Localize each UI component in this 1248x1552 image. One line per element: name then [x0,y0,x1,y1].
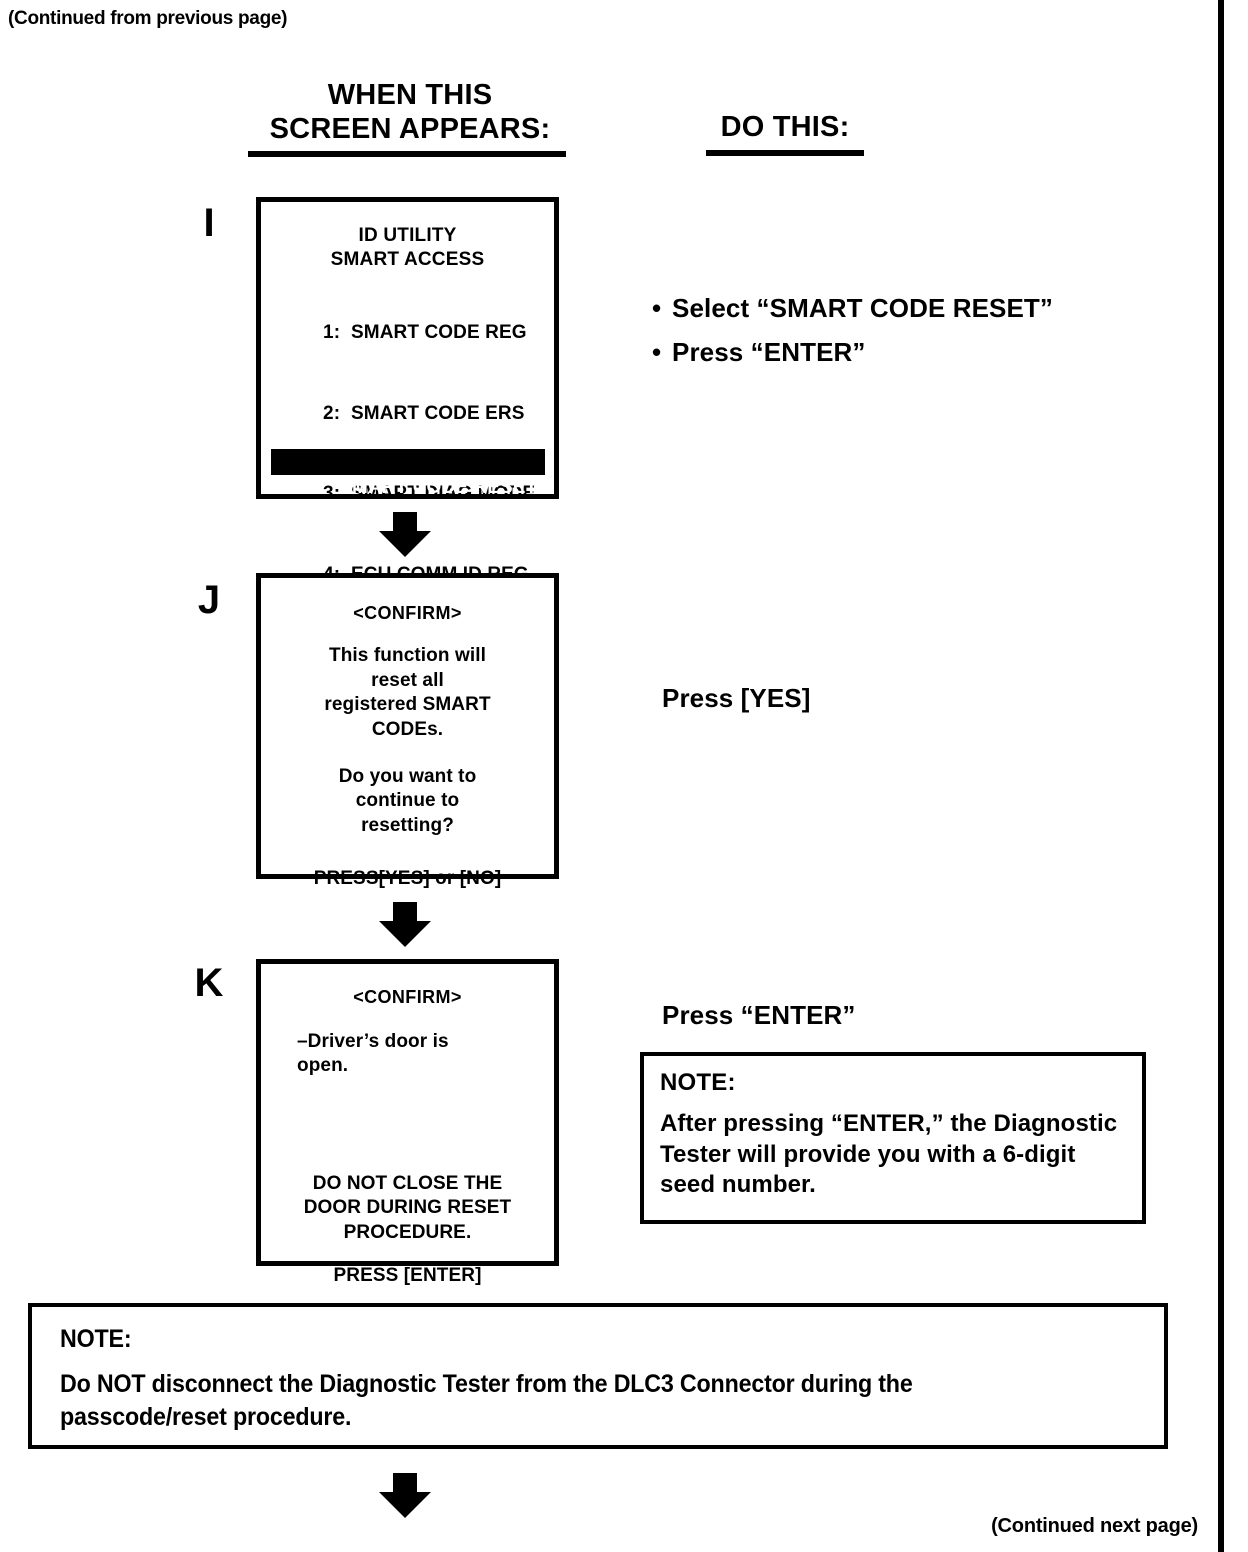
arrow-shaft [393,1473,417,1495]
confirm-message-j-1: This function will reset all registered … [324,645,491,741]
continued-from-previous-page: (Continued from previous page) [8,8,288,29]
instructions-step-k: Press “ENTER” [662,1000,856,1030]
instruction-bullet-item: • Press “ENTER” [652,337,1172,369]
arrow-shaft [393,902,417,924]
page-margin-rule [1218,0,1224,1552]
confirm-message-j-2: Do you want to continue to resetting? [338,765,477,837]
menu-item[interactable]: 1: SMART CODE REG [280,293,554,374]
confirm-warning-k: DO NOT CLOSE THE DOOR DURING RESET PROCE… [303,1172,512,1243]
step-letter-j: J [197,578,221,622]
menu-item-number: 2: [323,402,341,424]
column-header-do-this: DO THIS: [720,111,850,143]
column-header-when-this-screen-appears: WHEN THIS SCREEN APPEARS: [210,78,610,146]
menu-item-selected-smart-code-reset[interactable]: 9: SMART CODE RESET [271,449,545,498]
menu-item-number: 1: [323,321,341,343]
note-box-do-not-disconnect: NOTE: Do NOT disconnect the Diagnostic T… [28,1303,1168,1449]
screen-title-line-1: ID UTILITY [358,225,457,246]
confirm-prompt-k: PRESS [ENTER] [333,1264,482,1286]
instruction-text: Press “ENTER” [672,336,866,367]
instruction-bullet-item: • Select “SMART CODE RESET” [652,293,1172,325]
down-arrow-icon [379,512,431,557]
note-text: After pressing “ENTER,” the Diagnostic T… [660,1110,1118,1199]
confirm-status-k: –Driver’s door is open. [297,1031,449,1077]
menu-item-number: 9: [311,477,329,498]
tester-screen-step-j: <CONFIRM> This function will reset all r… [256,573,559,889]
confirm-header-k: <CONFIRM> [353,987,462,1007]
menu-item-number: 3: [323,481,351,508]
step-letter-i: I [203,201,215,245]
arrow-head [379,1492,431,1518]
arrow-head [379,921,431,947]
down-arrow-icon [379,902,431,947]
arrow-head [379,531,431,557]
note-text: Do NOT disconnect the Diagnostic Tester … [60,1370,913,1431]
note-label: NOTE: [60,1325,132,1353]
bullet-icon: • [652,293,662,323]
continued-next-page: (Continued next page) [991,1515,1198,1537]
column-header-line-2: SCREEN APPEARS: [269,113,551,146]
menu-item-label: SMART CODE ERS [351,402,525,424]
instruction-text: Select “SMART CODE RESET” [672,293,1054,323]
confirm-header-j: <CONFIRM> [353,603,462,623]
screen-title-i: ID UTILITY SMART ACCESS [261,224,554,273]
down-arrow-icon [379,1473,431,1518]
menu-item-label: SMART CODE RESET [339,477,538,498]
screen-title-line-2: SMART ACCESS [330,249,485,271]
column-header-underline-right [706,150,864,156]
instructions-step-j: Press [YES] [662,683,811,713]
instructions-step-i: • Select “SMART CODE RESET” • Press “ENT… [652,293,1172,380]
step-letter-k: K [194,961,224,1005]
arrow-shaft [393,512,417,534]
menu-item-label: SMART DIAG MODE [351,483,535,504]
menu-item[interactable]: 3:SMART DIAG MODE [280,454,554,535]
tester-screen-step-i: ID UTILITY SMART ACCESS 1: SMART CODE REG… [256,197,559,585]
tester-screen-step-k: <CONFIRM> –Driver’s door is open. DO NOT… [256,959,559,1286]
column-header-line-1: WHEN THIS [327,79,493,111]
menu-item-label: SMART CODE REG [351,321,527,343]
column-header-underline-left [248,151,566,157]
bullet-icon: • [652,336,662,367]
note-box-seed-number: NOTE: After pressing “ENTER,” the Diagno… [640,1052,1146,1224]
note-label: NOTE: [660,1069,736,1096]
menu-item[interactable]: 2: SMART CODE ERS [280,374,554,455]
confirm-prompt-j: PRESS[YES] or [NO] [313,867,502,889]
